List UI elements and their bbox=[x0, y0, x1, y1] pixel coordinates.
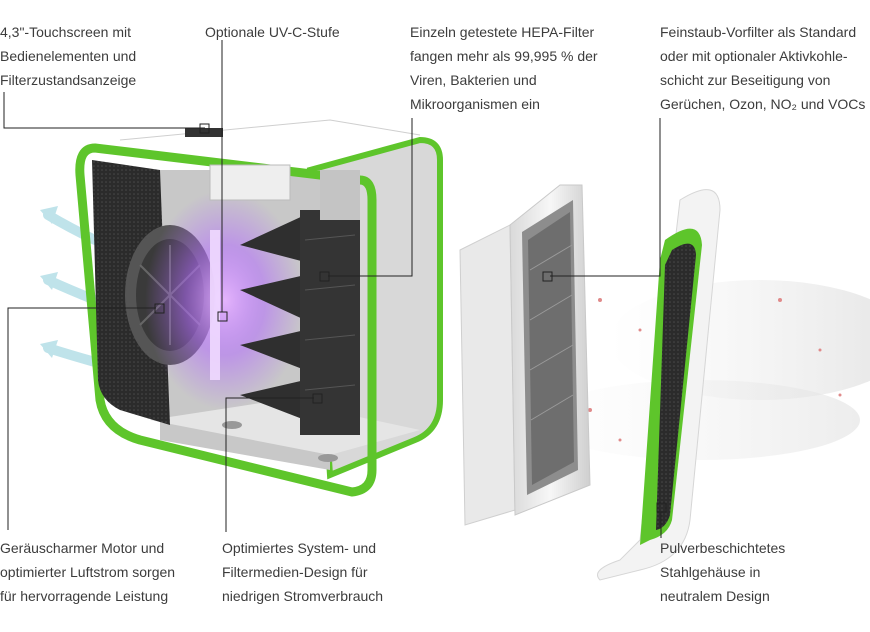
hepa-filter bbox=[459, 184, 591, 526]
callout-prefilter: Feinstaub-Vorfilter als Standard oder mi… bbox=[660, 20, 865, 116]
callout-line: Filtermedien-Design für bbox=[222, 564, 368, 580]
callout-line: neutralem Design bbox=[660, 588, 770, 604]
callout-touchscreen: 4,3"-Touchscreen mit Bedienelementen und… bbox=[0, 20, 136, 92]
callout-line: schicht zur Beseitigung von bbox=[660, 72, 831, 88]
callout-line: Einzeln getestete HEPA-Filter bbox=[410, 24, 595, 40]
front-cover bbox=[597, 189, 721, 581]
main-unit bbox=[75, 119, 443, 497]
callout-line: für hervorragende Leistung bbox=[0, 588, 169, 604]
callout-line: Bedienelementen und bbox=[0, 48, 137, 64]
callout-housing: Pulverbeschichtetes Stahlgehäuse in neut… bbox=[660, 536, 785, 608]
callout-line: Optionale UV-C-Stufe bbox=[205, 24, 340, 40]
callout-line: Filterzustandsanzeige bbox=[0, 72, 137, 88]
callout-line: Optimiertes System- und bbox=[222, 540, 377, 556]
callout-line: niedrigen Stromverbrauch bbox=[222, 588, 384, 604]
callout-line: Stahlgehäuse in bbox=[660, 564, 761, 580]
callout-line: Pulverbeschichtetes bbox=[660, 540, 786, 556]
callout-line: oder mit optionaler Aktivkohle- bbox=[660, 48, 848, 64]
callout-line: 4,3"-Touchscreen mit bbox=[0, 24, 132, 40]
callout-line: Geräuscharmer Motor und bbox=[0, 540, 165, 556]
callout-system: Optimiertes System- und Filtermedien-Des… bbox=[222, 536, 383, 608]
callout-line: Mikroorganismen ein bbox=[410, 96, 540, 112]
callout-line: Feinstaub-Vorfilter als Standard bbox=[660, 24, 857, 40]
callout-motor: Geräuscharmer Motor und optimierter Luft… bbox=[0, 536, 175, 608]
leader-lines bbox=[3, 40, 667, 538]
callout-line: Gerüchen, Ozon, NO₂ und VOCs bbox=[660, 96, 866, 112]
callout-line: fangen mehr als 99,995 % der bbox=[410, 48, 598, 64]
callout-uvc: Optionale UV-C-Stufe bbox=[205, 20, 340, 44]
callout-hepa: Einzeln getestete HEPA-Filter fangen meh… bbox=[410, 20, 598, 116]
callout-line: Viren, Bakterien und bbox=[410, 72, 537, 88]
callout-line: optimierter Luftstrom sorgen bbox=[0, 564, 176, 580]
